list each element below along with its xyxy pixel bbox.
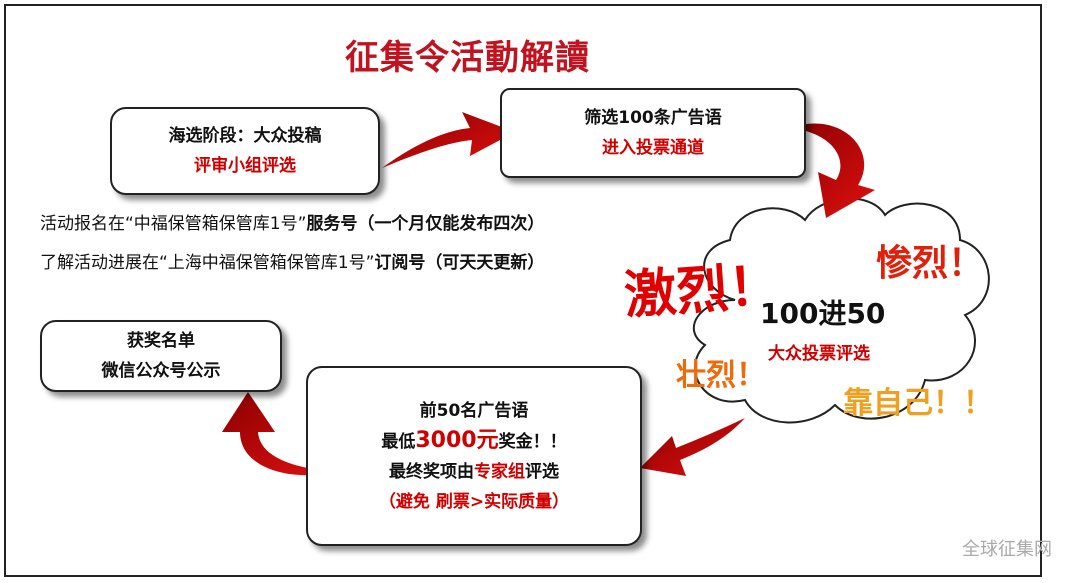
step-award-box: 前50名广告语 最低3000元奖金！！ 最终奖项由专家组评选 （避免 刷票>实际… — [306, 366, 642, 546]
step-submission-box: 海选阶段：大众投稿 评审小组评选 — [110, 107, 380, 195]
step3-line2-post: 奖金！！ — [498, 431, 567, 452]
step3-line4: （避免 刷票>实际质量） — [378, 491, 570, 512]
info-row1-bold: 服务号（一个月仅能发布四次） — [306, 214, 545, 234]
step2-line1: 筛选100条广告语 — [584, 108, 722, 128]
step3-line3: 最终奖项由专家组评选 — [389, 457, 559, 487]
exclaim-heroic: 壮烈！ — [676, 358, 766, 393]
cloud-shape — [692, 197, 990, 424]
cloud-main-text: 100进50 — [760, 297, 886, 330]
step4-line2: 微信公众号公示 — [101, 361, 221, 381]
arrow-cloud-to-step3 — [640, 418, 745, 476]
step2-line2: 进入投票通道 — [602, 138, 704, 158]
step3-line2-pre: 最低 — [381, 431, 416, 452]
step3-line3-post: 评选 — [525, 461, 559, 482]
page-title: 征集令活動解讀 — [345, 38, 590, 78]
step4-line1: 获奖名单 — [127, 331, 195, 351]
watermark: 全球征集网 — [962, 539, 1052, 560]
step3-line2: 最低3000元奖金！！ — [381, 426, 566, 457]
cloud-sub-text: 大众投票评选 — [768, 344, 870, 364]
info-row1-text: 活动报名在“中福保管箱保管库1号” — [40, 214, 307, 234]
info-row2-bold: 订阅号（可天天更新） — [374, 253, 545, 273]
step1-line1: 海选阶段：大众投稿 — [168, 126, 322, 146]
arrow-step3-to-step4 — [222, 392, 335, 476]
arrow-step1-to-step2 — [382, 112, 515, 168]
prize-amount: 3000元 — [415, 427, 499, 453]
arrow-step2-to-cloud — [790, 123, 875, 218]
info-row-service: 活动报名在“中福保管箱保管库1号”服务号（一个月仅能发布四次） — [40, 212, 544, 236]
step3-line3-pre: 最终奖项由 — [389, 461, 474, 482]
expert-panel: 专家组 — [474, 461, 525, 482]
exclaim-self-reliance: 靠自己！！ — [843, 386, 993, 421]
step1-line2: 评审小组评选 — [194, 156, 296, 176]
exclaim-tragic: 惨烈！ — [876, 243, 985, 284]
exclaim-fierce: 激烈！ — [622, 255, 783, 327]
info-row-subscription: 了解活动进展在“上海中福保管箱保管库1号”订阅号（可天天更新） — [40, 251, 544, 275]
info-row2-text: 了解活动进展在“上海中福保管箱保管库1号” — [40, 253, 375, 273]
step-screening-box: 筛选100条广告语 进入投票通道 — [500, 88, 806, 178]
step-winners-box: 获奖名单 微信公众号公示 — [40, 320, 282, 392]
step3-line1: 前50名广告语 — [419, 400, 529, 421]
